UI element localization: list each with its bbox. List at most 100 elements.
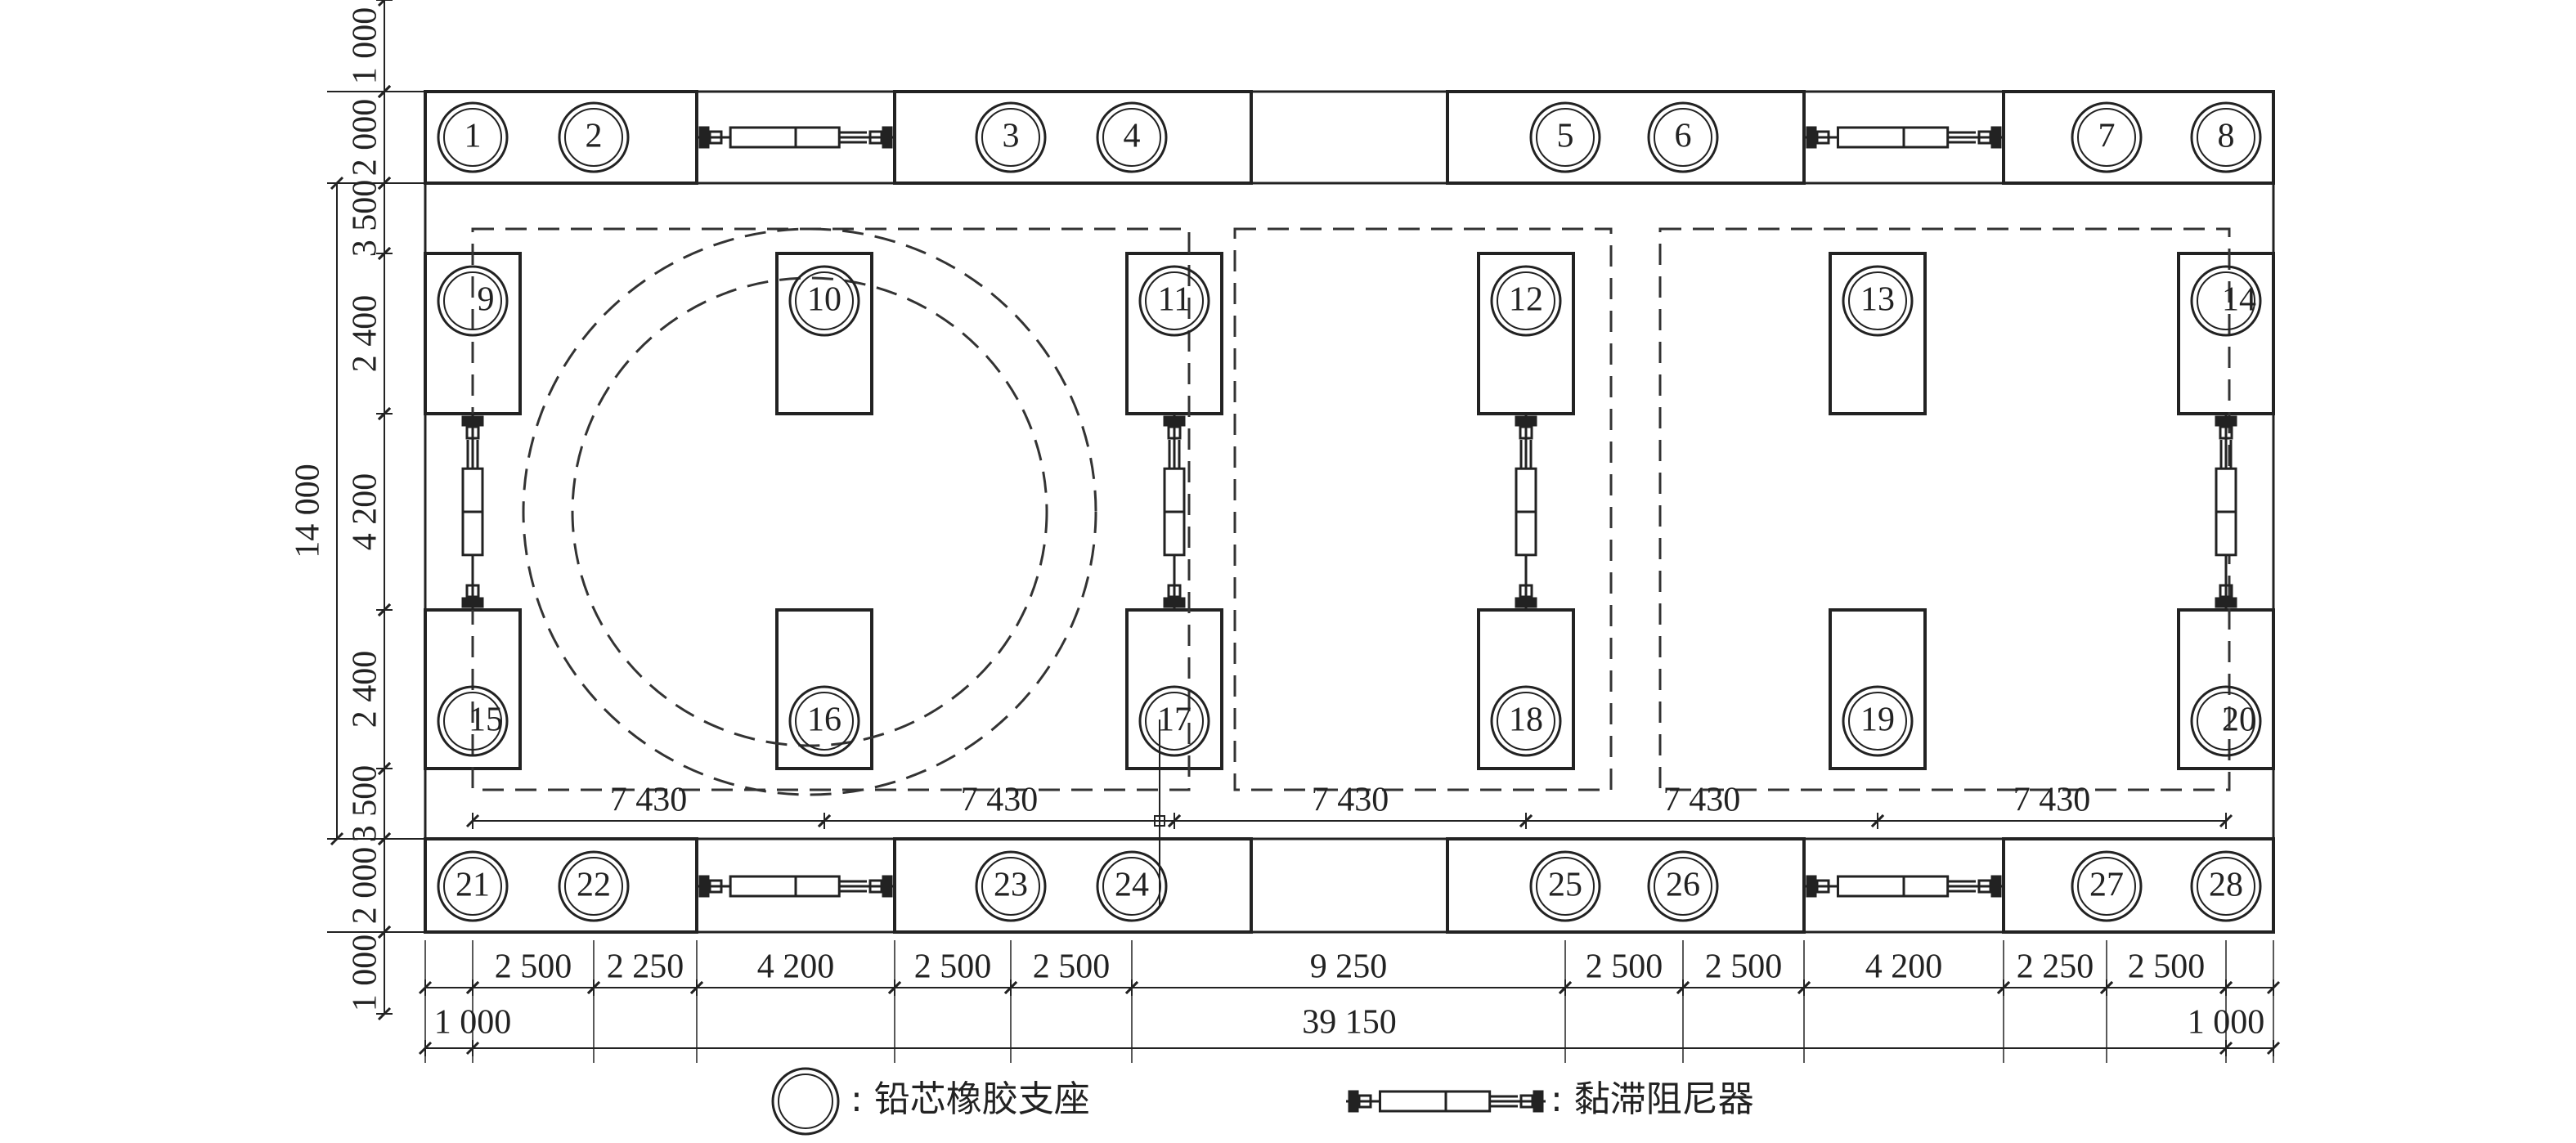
bearing-circle-inner	[1536, 108, 1595, 167]
bearing-label: 5	[1557, 118, 1574, 155]
bearing-20: 20	[2190, 685, 2262, 757]
bearing-17: 17	[1138, 685, 1210, 757]
bearing-circle-icon	[2071, 101, 2143, 173]
bearing-circle-inner	[1536, 857, 1595, 916]
dimension-label: 14 000	[289, 464, 327, 558]
bearing-1: 1	[437, 101, 509, 173]
overall-dim-middle: 39 150	[1302, 1004, 1397, 1042]
column-pedestal-lower	[1125, 608, 1223, 770]
dashed-circle-inner	[571, 276, 1048, 747]
bearing-label: 7	[2098, 118, 2116, 155]
dimension-label: 7 430	[1663, 782, 1741, 819]
bearing-circle-inner	[1848, 692, 1907, 751]
dimension-label: 2 500	[1705, 948, 1783, 986]
bearing-label: 13	[1860, 281, 1895, 319]
dimension-label: 7 430	[961, 782, 1039, 819]
bearing-21: 21	[437, 850, 509, 922]
bearing-circle-icon	[1096, 101, 1168, 173]
bearing-label: 17	[1157, 701, 1192, 739]
bearing-circle-inner	[795, 271, 854, 330]
overall-dimension	[418, 1040, 2281, 1056]
bearing-circle-inner	[1145, 271, 1204, 330]
damper-vertical-3	[1515, 414, 1537, 610]
bearing-2: 2	[558, 101, 630, 173]
column-pedestal-upper	[775, 252, 873, 415]
bearing-circle-inner	[443, 108, 502, 167]
bearing-circle-icon	[788, 265, 860, 337]
bearing-label: 1	[464, 118, 482, 155]
bearing-circle-inner	[1145, 692, 1204, 751]
bearing-circle-inner	[1654, 108, 1712, 167]
bearing-label: 9	[478, 281, 495, 319]
bearing-label: 25	[1548, 867, 1582, 904]
damper-bottom-right	[1804, 875, 2004, 898]
dimension-label: 4 200	[1865, 948, 1943, 986]
bearing-25: 25	[1529, 850, 1601, 922]
column-pedestal-lower	[2177, 608, 2275, 770]
damper-vertical-4	[2215, 414, 2237, 610]
bearing-circle-icon	[2071, 850, 2143, 922]
dimension-label: 7 430	[2013, 782, 2091, 819]
bearing-label: 8	[2218, 118, 2235, 155]
bearing-circle-inner	[1497, 271, 1555, 330]
dimension-label: 3 500	[347, 765, 384, 843]
bearing-circle-inner	[1654, 857, 1712, 916]
bearing-11: 11	[1138, 265, 1210, 337]
dimension-label: 1 000	[347, 7, 384, 85]
bearing-3: 3	[975, 101, 1047, 173]
bearing-label: 14	[2222, 281, 2256, 319]
bearing-10: 10	[788, 265, 860, 337]
bearing-circle-inner	[1497, 692, 1555, 751]
dimension-label: 2 500	[1586, 948, 1663, 986]
bearing-circle-icon	[975, 850, 1047, 922]
bearing-26: 26	[1647, 850, 1719, 922]
bearing-circle-inner	[564, 857, 623, 916]
bearing-circle-inner	[1102, 108, 1161, 167]
column-pedestal-upper	[2177, 252, 2275, 415]
bearing-circle-icon	[2190, 850, 2262, 922]
bearing-circle-icon	[1138, 685, 1210, 757]
bearing-circle-icon	[1490, 265, 1562, 337]
bearing-16: 16	[788, 685, 860, 757]
bearing-label: 22	[577, 867, 611, 904]
bearing-circle-icon	[1647, 850, 1719, 922]
column-pedestal-lower	[1477, 608, 1575, 770]
bearing-circle-icon	[1138, 265, 1210, 337]
bearing-circle-icon	[437, 850, 509, 922]
bearing-18: 18	[1490, 685, 1562, 757]
damper-top-left	[697, 126, 895, 149]
column-pedestal-upper	[1477, 252, 1575, 415]
bearing-24: 24	[1096, 850, 1168, 922]
dimension-label: 2 500	[495, 948, 572, 986]
bottom-pedestal-block	[893, 837, 1253, 934]
bearing-8: 8	[2190, 101, 2262, 173]
bearing-label: 28	[2209, 867, 2243, 904]
dimension-label: 2 250	[607, 948, 684, 986]
dashed-zone-3	[1658, 227, 2231, 791]
bearing-circle-icon	[2190, 685, 2262, 757]
bearing-circle-icon	[1529, 850, 1601, 922]
bearing-circle-inner	[795, 692, 854, 751]
dimension-label: 7 430	[1312, 782, 1389, 819]
bearing-label: 11	[1158, 281, 1191, 319]
column-pedestal-lower	[775, 608, 873, 770]
top-pedestal-block	[893, 90, 1253, 185]
bearing-label: 6	[1675, 118, 1692, 155]
column-pedestal-upper	[1829, 252, 1927, 415]
bearing-label: 16	[807, 701, 841, 739]
dashed-circle-outer	[522, 227, 1097, 796]
bearing-circle-inner	[1848, 271, 1907, 330]
bearing-circle-inner	[443, 857, 502, 916]
bearing-circle-icon	[1490, 685, 1562, 757]
dashed-zone-2	[1233, 227, 1613, 791]
dimension-label: 2 500	[2128, 948, 2206, 986]
bearing-circle-icon	[1529, 101, 1601, 173]
leader-marker	[1154, 815, 1165, 827]
bearing-label: 20	[2222, 701, 2256, 739]
top-pedestal-block	[1446, 90, 1806, 185]
bearing-label: 24	[1115, 867, 1149, 904]
bearing-13: 13	[1842, 265, 1914, 337]
bearing-27: 27	[2071, 850, 2143, 922]
span-dim-4	[1870, 813, 2233, 829]
bearing-circle-icon	[558, 850, 630, 922]
